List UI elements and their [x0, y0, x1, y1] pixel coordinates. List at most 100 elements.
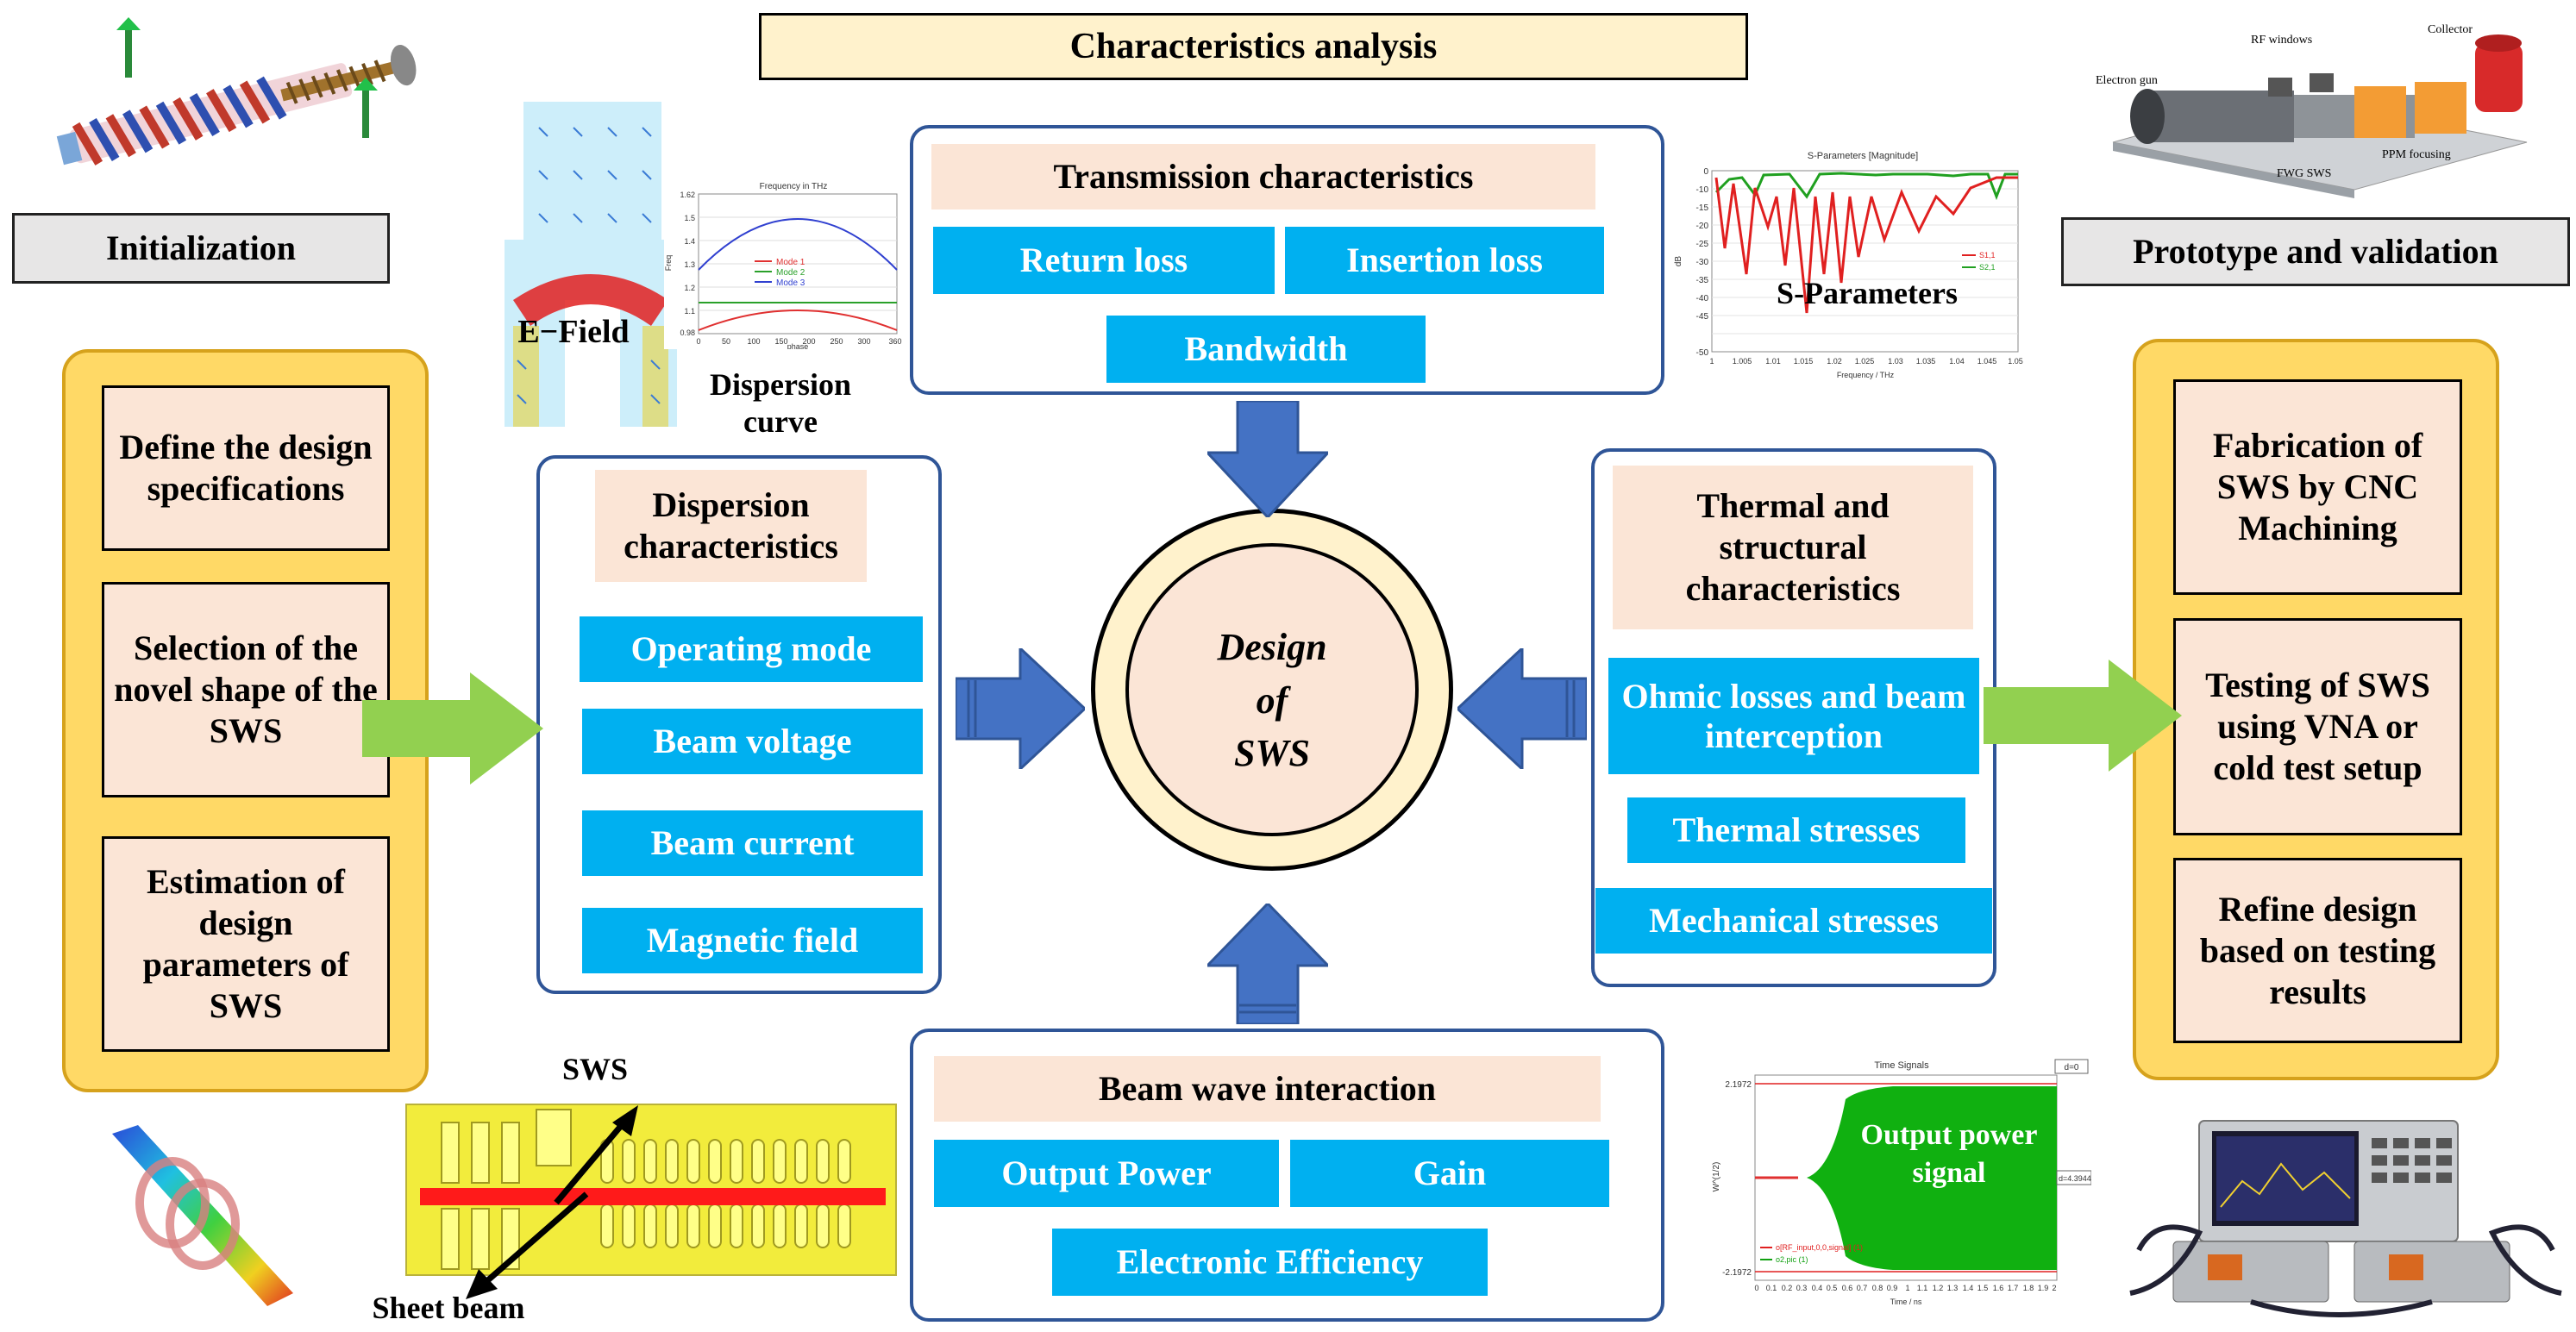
- time-xtick: 1.6: [1993, 1284, 2004, 1292]
- time-xtick: 0.9: [1887, 1284, 1898, 1292]
- efield-label: E−Field: [517, 314, 630, 351]
- sparam-ytick: -45: [1696, 312, 1709, 322]
- time-xtick: 1.2: [1933, 1284, 1944, 1292]
- sparam-xtick: 1.035: [1916, 357, 1936, 366]
- time-legend-input: o[RF_input,0,0,signal] (1): [1776, 1243, 1863, 1252]
- beam-voltage-item: Beam voltage: [582, 709, 923, 774]
- time-xtick: 1.4: [1963, 1284, 1974, 1292]
- design-ring-inner: [1125, 543, 1419, 836]
- of-word: of: [1256, 679, 1288, 722]
- beam-render-image: [112, 1125, 293, 1306]
- magnetic-field-item: Magnetic field: [582, 908, 923, 973]
- s-parameters-label: S-Parameters: [1777, 276, 1958, 311]
- helix-render-image: [56, 17, 417, 166]
- dispersion-xtick: 0: [696, 337, 700, 346]
- step-select-shape: Selection of the novel shape of the SWS: [102, 582, 390, 797]
- insertion-loss-item: Insertion loss: [1285, 227, 1604, 294]
- thermal-stresses-item: Thermal stresses: [1627, 797, 1965, 863]
- step-refine-design: Refine design based on testing results: [2173, 858, 2462, 1043]
- prototype-label-fwg-sws: FWG SWS: [2277, 167, 2331, 180]
- mechanical-stresses-item: Mechanical stresses: [1595, 888, 1992, 954]
- dispersion-ytick: 1.4: [684, 237, 695, 246]
- time-xtick: 1.3: [1947, 1284, 1959, 1292]
- sparam-ytick: -20: [1696, 222, 1709, 231]
- dispersion-curve-label: Dispersion curve: [709, 366, 852, 439]
- sparam-yaxis-label: dB: [1674, 256, 1683, 267]
- legend-s11: S1,1: [1979, 251, 1996, 260]
- design-of-sws-label: Design of SWS: [1125, 621, 1419, 776]
- time-xtick: 0.5: [1827, 1284, 1838, 1292]
- sheet-beam-label: Sheet beam: [372, 1291, 525, 1326]
- efield-image: [505, 102, 677, 427]
- time-xtick: 1.8: [2023, 1284, 2034, 1292]
- sparam-ytick: -25: [1696, 240, 1709, 249]
- sparam-xtick: 1.02: [1827, 357, 1842, 366]
- time-xtick: 0.6: [1842, 1284, 1853, 1292]
- step-estimate-parameters: Estimation of design parameters of SWS: [102, 836, 390, 1052]
- dispersion-title: Dispersion characteristics: [595, 470, 867, 582]
- sparam-xtick: 1.015: [1794, 357, 1814, 366]
- step-fabrication: Fabrication of SWS by CNC Machining: [2173, 379, 2462, 595]
- time-xtick: 0.7: [1857, 1284, 1868, 1292]
- sheet-beam-pointer-arrow: [466, 1191, 589, 1299]
- sparam-xtick: 1: [1709, 357, 1714, 366]
- gain-item: Gain: [1290, 1140, 1609, 1207]
- legend-mode-3: Mode 3: [776, 278, 805, 288]
- dispersion-ytick: 1.62: [680, 191, 695, 199]
- transmission-title: Transmission characteristics: [931, 144, 1595, 209]
- dispersion-xaxis-label: phase: [787, 342, 809, 349]
- time-xtick: 2: [2052, 1284, 2056, 1292]
- time-xaxis-label: Time / ns: [1890, 1298, 1922, 1306]
- time-xtick: 0.8: [1872, 1284, 1883, 1292]
- time-xtick: 1.9: [2038, 1284, 2049, 1292]
- output-power-item: Output Power: [934, 1140, 1279, 1207]
- thermal-title: Thermal and structural characteristics: [1613, 466, 1973, 629]
- arrow-up-icon: [1207, 904, 1328, 1024]
- dispersion-xtick: 100: [747, 337, 760, 346]
- operating-mode-item: Operating mode: [580, 616, 923, 682]
- sparam-plot-title: S-Parameters [Magnitude]: [1808, 151, 1918, 161]
- time-xtick: 1: [1905, 1284, 1909, 1292]
- sparam-xtick: 1.025: [1855, 357, 1875, 366]
- output-power-signal-label: Output power signal: [1860, 1119, 2038, 1190]
- sparam-xtick: 1.01: [1765, 357, 1781, 366]
- arrow-down-icon: [1207, 401, 1328, 517]
- sparam-ytick: 0: [1703, 167, 1708, 177]
- beam-current-item: Beam current: [582, 810, 923, 876]
- bandwidth-item: Bandwidth: [1106, 316, 1426, 383]
- sparam-ytick: -40: [1696, 294, 1709, 303]
- green-arrow-right-icon: [1984, 660, 2182, 772]
- dispersion-ytick: 1.2: [684, 284, 695, 292]
- prototype-label-ppm-focusing: PPM focusing: [2382, 148, 2451, 161]
- legend-mode-1: Mode 1: [776, 258, 805, 267]
- time-xtick: 0.1: [1766, 1284, 1777, 1292]
- dispersion-xtick: 250: [830, 337, 843, 346]
- initialization-label: Initialization: [12, 213, 390, 284]
- time-xtick: 1.7: [2008, 1284, 2019, 1292]
- sparam-xtick: 1.005: [1733, 357, 1752, 366]
- time-signal-plot: Time Signals d=0 2.1972 -2.1972 d=4.3944…: [1703, 1056, 2091, 1315]
- time-plot-corner-label: d=0: [2065, 1063, 2079, 1072]
- time-plot-side-label: d=4.3944: [2059, 1174, 2091, 1183]
- dispersion-xtick: 200: [802, 337, 815, 346]
- dispersion-xtick: 150: [774, 337, 787, 346]
- sparam-xtick: 1.045: [1977, 357, 1997, 366]
- sparam-ytick: -10: [1696, 185, 1709, 195]
- sws-label: SWS: [561, 1051, 629, 1086]
- time-xtick: 0: [1754, 1284, 1758, 1292]
- return-loss-item: Return loss: [933, 227, 1275, 294]
- prototype-render-image: Collector RF windows Electron gun PPM fo…: [2096, 23, 2528, 198]
- time-xtick: 0.4: [1812, 1284, 1823, 1292]
- design-word: Design: [1217, 626, 1327, 668]
- dispersion-xtick: 50: [722, 337, 730, 346]
- time-xtick: 1.1: [1917, 1284, 1928, 1292]
- vna-instrument-image: [2129, 1120, 2562, 1317]
- dispersion-ytick: 0.98: [680, 328, 695, 337]
- prototype-label: Prototype and validation: [2061, 217, 2570, 286]
- sparam-xtick: 1.03: [1888, 357, 1903, 366]
- step-testing: Testing of SWS using VNA or cold test se…: [2173, 618, 2462, 835]
- electronic-efficiency-item: Electronic Efficiency: [1052, 1229, 1488, 1296]
- prototype-label-rf-windows: RF windows: [2251, 34, 2312, 47]
- green-arrow-left-icon: [362, 672, 543, 785]
- legend-s21: S2,1: [1979, 263, 1996, 272]
